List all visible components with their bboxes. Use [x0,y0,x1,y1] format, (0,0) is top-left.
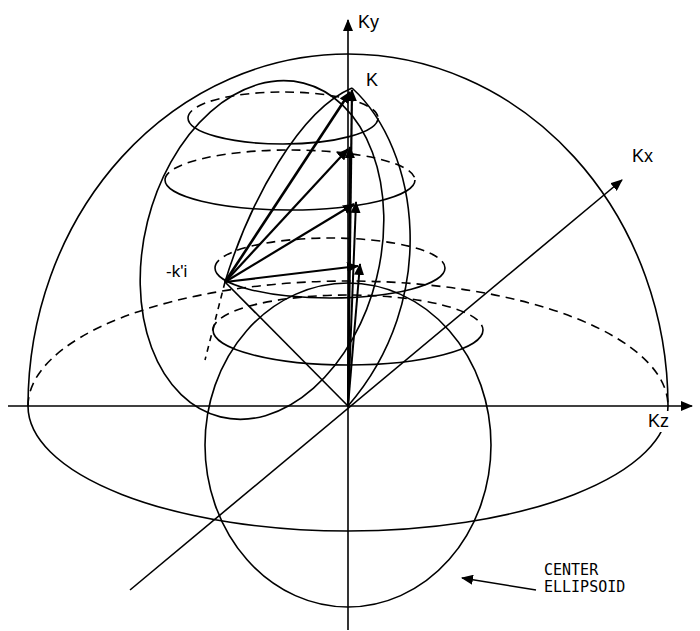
ellipsoid-meridian [225,88,352,282]
label-text: K [364,70,380,91]
ellipsoid-meridian [348,88,410,406]
base-front [28,406,668,531]
vector [225,204,354,282]
section-front [188,118,378,144]
label-text: Ky [356,12,381,33]
axis-label: Ky [356,12,381,33]
vector-label: -k'i [164,262,189,282]
callout-label: CENTER ELLIPSOID [542,562,642,597]
label-text: Kx [630,146,655,167]
vector [348,202,356,406]
hemisphere [28,54,668,406]
vector-label: K [364,70,380,91]
label-text: -k'i [164,262,189,282]
vector [225,149,348,282]
section-front [215,268,445,298]
shifted-ellipsoid [106,55,418,446]
label-text: CENTER ELLIPSOID [542,562,642,597]
section-back [165,150,415,180]
vector [225,92,350,282]
axis-label: Kx [630,146,655,167]
vector [225,266,358,282]
axis-label: Kz [646,411,671,432]
kx-axis [130,180,622,590]
guide-line [205,282,225,360]
vector [225,282,348,406]
vector [348,264,360,406]
leader-line [462,578,536,590]
section-back [188,92,378,118]
label-text: Kz [646,411,671,432]
